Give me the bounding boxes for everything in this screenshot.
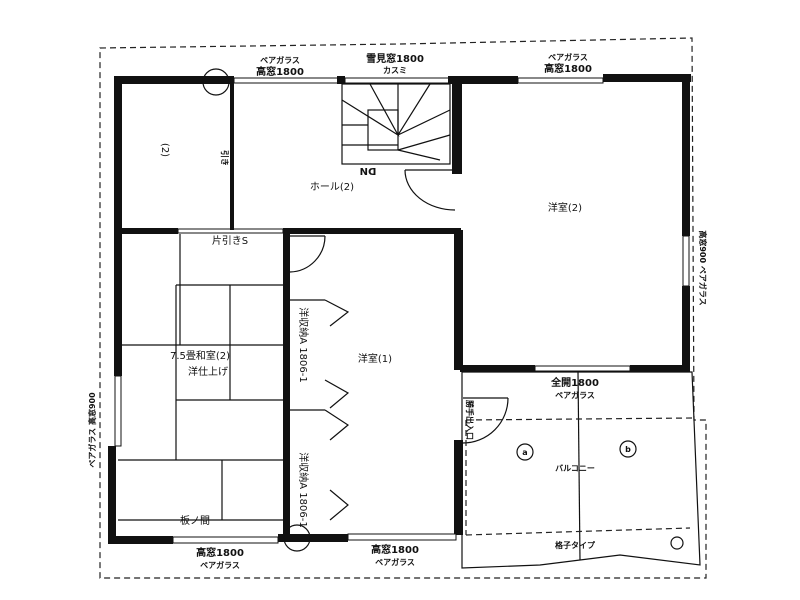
balcony-label: バルコニー [555, 464, 595, 473]
marker-b-label: b [625, 445, 631, 454]
bottom-right-window-type: ペアガラス [375, 557, 415, 567]
top-left-window-type: ペアガラス [260, 55, 300, 65]
western-room-1-label: 洋室(1) [358, 352, 392, 365]
closet-lower-label: 洋収納A 1806-1 [297, 452, 310, 527]
balcony-area [461, 371, 701, 569]
bottom-right-window-size: 高窓1800 [371, 543, 419, 556]
top-right-window-size: 高窓1800 [544, 62, 592, 75]
marker-b [619, 440, 637, 458]
roof-outline [99, 37, 707, 579]
right-window-label: 高窓900 ペアガラス [698, 230, 708, 305]
japanese-room-label: 7.5畳和室(2) [170, 349, 230, 362]
western-room-2-label: 洋室(2) [548, 201, 582, 214]
top-right-window-type: ペアガラス [548, 52, 588, 62]
service-door[interactable] [462, 397, 509, 444]
room1-door[interactable] [289, 235, 326, 273]
service-door-label: 勝手出入口 [465, 400, 475, 440]
closet-upper-label: 洋収納A 1806-1 [297, 307, 310, 382]
column-circle [202, 68, 230, 96]
hall-label: ホール(2) [310, 181, 354, 193]
column-circle [283, 524, 311, 552]
japanese-finish-label: 洋仕上げ [188, 365, 228, 378]
walls [108, 74, 691, 544]
room-small-label: (2) [159, 143, 170, 157]
stair-direction: DN [360, 165, 377, 176]
hall-door[interactable] [404, 169, 456, 211]
sliding-door-label: 引き [220, 150, 230, 166]
balcony-window-size: 全開1800 [550, 376, 599, 389]
closet-doors [290, 299, 350, 521]
lattice-label: 格子タイプ [555, 540, 596, 550]
left-window-label: ペアガラス 高窓900 [87, 392, 97, 468]
tatami-mats [118, 234, 283, 521]
wood-floor-label: 板ノ間 [180, 514, 210, 527]
single-sliding-label: 片引きS [212, 234, 248, 247]
bottom-left-window-type: ペアガラス [200, 560, 240, 570]
marker-a [516, 443, 534, 461]
stair-window-type: カスミ [383, 66, 407, 75]
balcony-window-type: ペアガラス [555, 390, 595, 400]
stair-window-size: 雪見窓1800 [366, 52, 424, 65]
marker-a-label: a [522, 448, 527, 457]
top-left-window-size: 高窓1800 [256, 65, 304, 78]
bottom-left-window-size: 高窓1800 [196, 546, 244, 559]
staircase [341, 83, 451, 165]
